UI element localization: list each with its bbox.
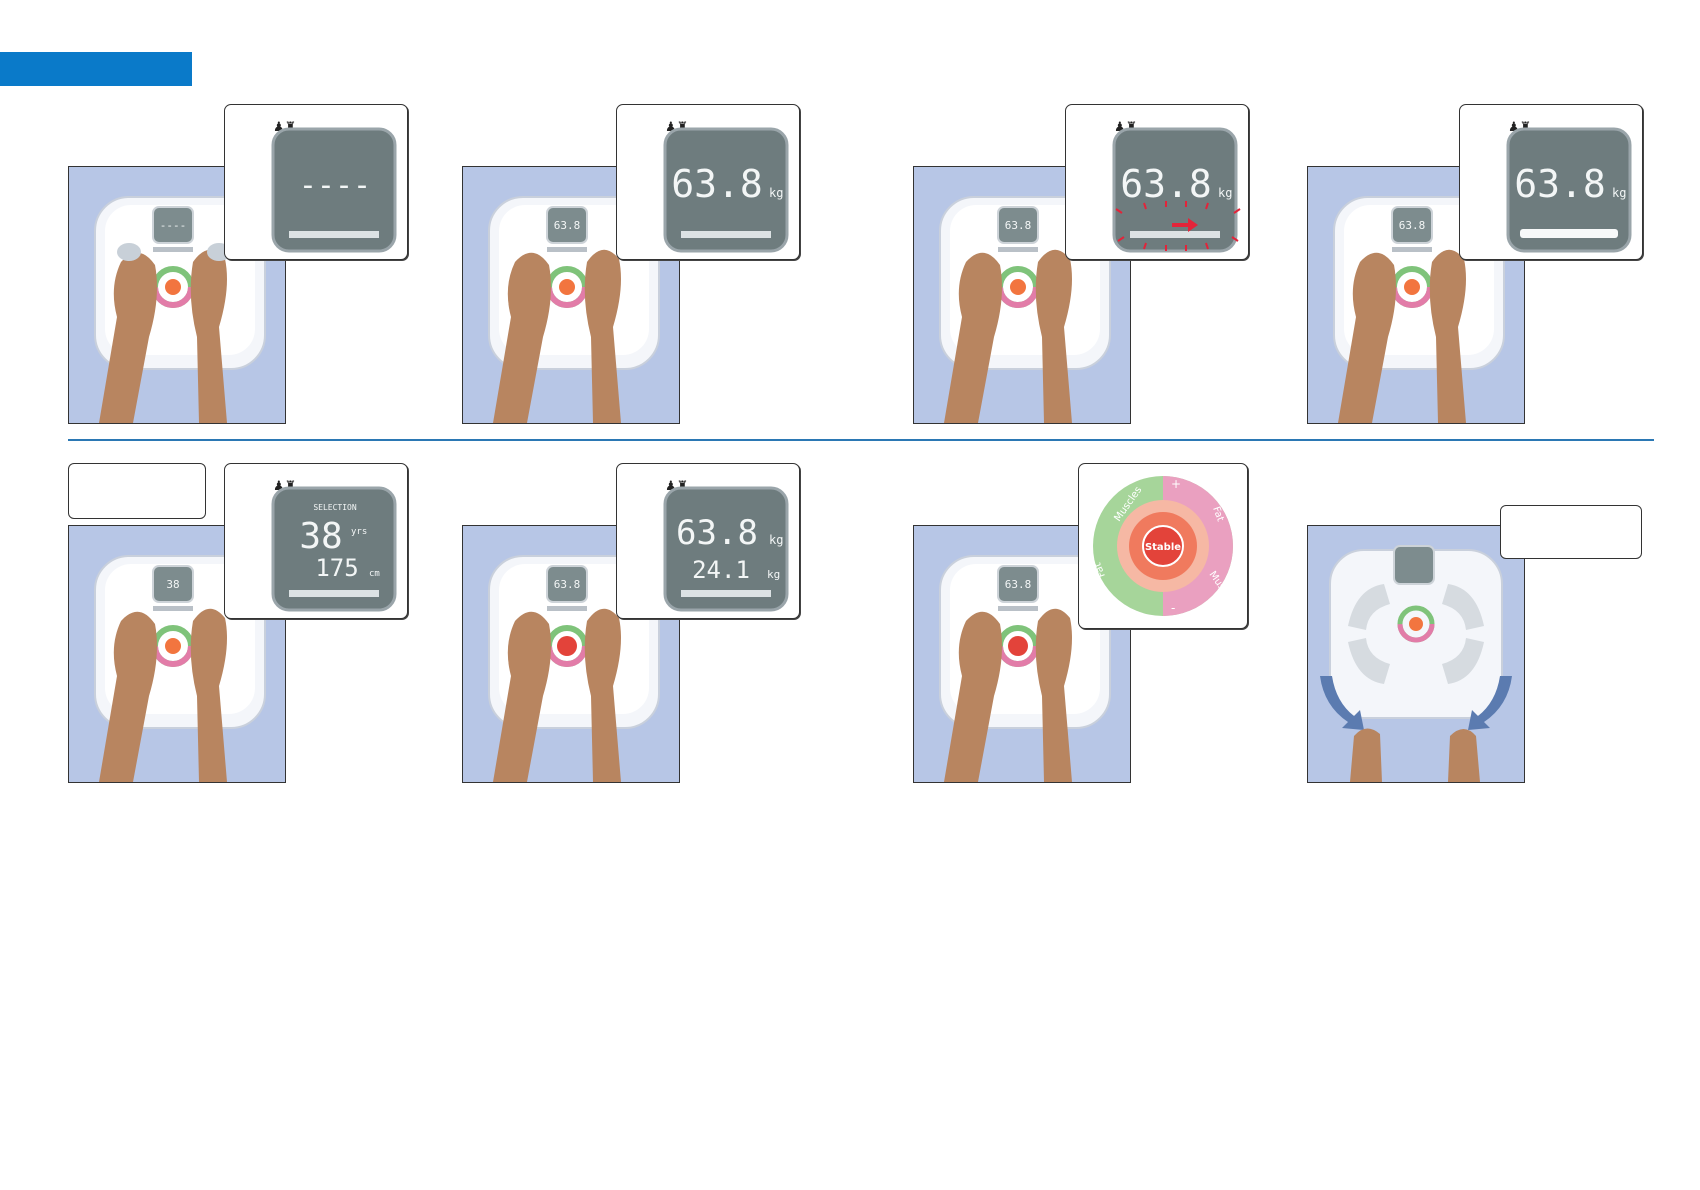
lcd-secondary-value: 24.1 <box>692 556 750 584</box>
display-callout-4: ♟♜ 63.8 kg <box>1459 104 1643 260</box>
lcd-main-unit: yrs <box>351 527 367 537</box>
lcd-main-value: 63.8 <box>671 162 763 206</box>
note-box-1 <box>68 463 206 519</box>
rotate-left-arrow-icon <box>1320 676 1364 730</box>
dial-label-minus: - <box>1171 601 1175 615</box>
lcd-top-label: SELECTION <box>313 503 357 512</box>
dial-label-plus: + <box>1171 477 1181 491</box>
display-callout-6: ♟♜ 63.8 kg 24.1 kg <box>616 463 800 619</box>
mini-lcd-value: ---- <box>160 219 187 232</box>
lcd-main-value: 63.8 <box>1514 162 1606 206</box>
dial-label-fat-left: Fat <box>1092 561 1107 579</box>
mini-lcd-value: 63.8 <box>554 219 581 232</box>
lcd-main-value: ---- <box>299 168 371 203</box>
stable-dial-callout: Stable Muscles Fat + - Muscles Fat <box>1078 463 1248 629</box>
section-header-bar <box>0 52 192 86</box>
lcd-main-value: 63.8 <box>676 513 758 553</box>
lcd-main-unit: kg <box>769 533 783 547</box>
mini-lcd-value: 63.8 <box>1399 219 1426 232</box>
lcd-main-unit: kg <box>1218 186 1232 200</box>
lcd-secondary-unit: cm <box>369 569 380 579</box>
row-divider <box>68 439 1654 441</box>
lcd-main-value: 38 <box>299 516 342 557</box>
display-callout-5: ♟♜ SELECTION 38 yrs 175 cm <box>224 463 408 619</box>
dial-center-label: Stable <box>1145 542 1181 553</box>
display-callout-2: ♟♜ 63.8 kg <box>616 104 800 260</box>
lcd-main-value: 63.8 <box>1120 162 1212 206</box>
note-box-2 <box>1500 505 1642 559</box>
lcd-main-unit: kg <box>769 186 783 200</box>
dial-label-fat-right: Fat <box>1210 505 1225 523</box>
lcd-secondary-value: 175 <box>315 554 358 582</box>
mini-lcd-value: 38 <box>166 578 179 591</box>
arrow-right-icon <box>1172 218 1198 232</box>
display-callout-3: ♟♜ 63.8 kg <box>1065 104 1249 260</box>
lcd-main-unit: kg <box>1612 186 1626 200</box>
mini-lcd-value: 63.8 <box>554 578 581 591</box>
lcd-secondary-unit: kg <box>767 568 780 581</box>
mini-lcd-value: 63.8 <box>1005 219 1032 232</box>
scale-panel-8 <box>1307 525 1525 783</box>
mini-lcd-value: 63.8 <box>1005 578 1032 591</box>
blink-indicator <box>1115 201 1241 251</box>
rotate-right-arrow-icon <box>1468 676 1512 730</box>
display-callout-1: ♟♜ ---- <box>224 104 408 260</box>
